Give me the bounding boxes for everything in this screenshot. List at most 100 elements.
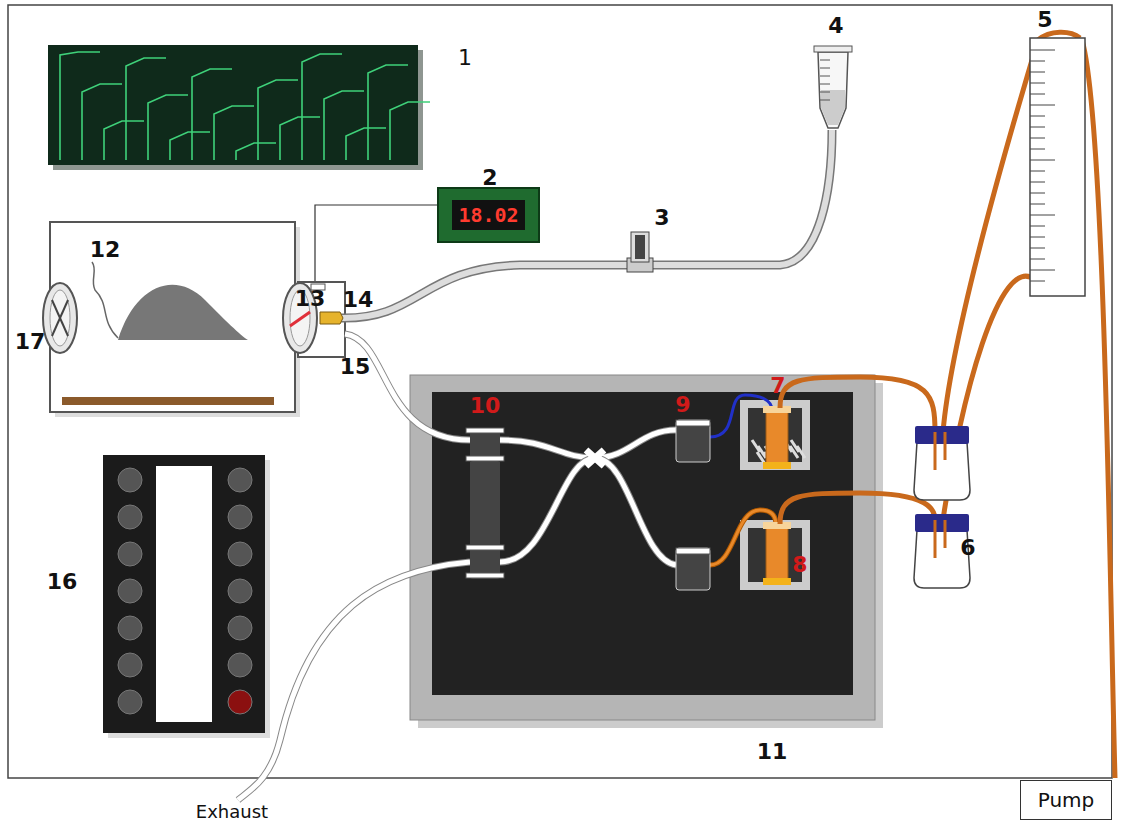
gas-lines: [238, 334, 776, 800]
bottle: [914, 426, 970, 588]
circuit-trace: [346, 128, 386, 160]
digital-display: 18.02: [437, 187, 540, 243]
scale-tick: [1030, 204, 1045, 205]
circuit-trace: [302, 54, 342, 160]
callout-number: 3: [654, 207, 669, 229]
scale-tick: [820, 84, 830, 85]
indicator-led: [118, 505, 142, 529]
circuit-board: [48, 45, 430, 170]
burette: [1030, 38, 1085, 296]
indicator-led: [228, 505, 252, 529]
port-label: Exhaust: [196, 803, 268, 821]
scale-tick: [1030, 127, 1045, 128]
circuit-trace: [324, 91, 364, 160]
callout-number: 14: [343, 289, 374, 311]
circuit-trace: [60, 52, 100, 160]
pump-box: Pump: [1020, 780, 1112, 820]
scale-tick: [820, 92, 830, 93]
circuit-trace: [192, 69, 232, 160]
indicator-led: [228, 579, 252, 603]
indicator-led: [118, 579, 142, 603]
circuit-trace: [368, 65, 408, 160]
board-frame: [8, 5, 1112, 778]
callout-number: 16: [47, 571, 78, 593]
callout-number: 5: [1037, 9, 1052, 31]
circuit-trace: [82, 84, 122, 160]
callout-number: 12: [90, 239, 121, 261]
scale-tick: [1030, 94, 1045, 95]
callout-number: 15: [340, 356, 371, 378]
fan: [43, 283, 77, 353]
scale-tick: [1030, 226, 1045, 227]
indicator-led: [228, 468, 252, 492]
scale-tick: [1030, 160, 1055, 161]
valve: [627, 232, 653, 272]
display-reading: 18.02: [452, 200, 524, 230]
circuit-trace: [104, 121, 144, 160]
circuit-trace: [280, 117, 320, 160]
scale-tick: [820, 60, 830, 61]
scale-tick: [1030, 171, 1045, 172]
connector: [676, 420, 710, 590]
callout-number: 10: [470, 395, 501, 417]
scale-tick: [820, 68, 830, 69]
gas-panel: [410, 375, 883, 728]
circuit-trace: [214, 106, 254, 160]
indicator-led: [228, 616, 252, 640]
scale-tick: [1030, 72, 1045, 73]
scale-tick: [1030, 149, 1045, 150]
scale-tick: [1030, 270, 1055, 271]
scale-tick: [1030, 50, 1055, 51]
indicator-led: [118, 616, 142, 640]
tube: [650, 130, 832, 265]
sensor-cartridge: [763, 406, 791, 585]
circuit-trace: [236, 143, 276, 160]
indicator-led: [118, 690, 142, 714]
scale-tick: [1030, 182, 1045, 183]
indicator-led: [118, 542, 142, 566]
syringe: [814, 46, 852, 128]
scale-tick: [1030, 237, 1045, 238]
scale-tick: [1030, 61, 1045, 62]
animal-chamber: [50, 222, 300, 417]
indicator-led: [118, 653, 142, 677]
indicator-panel: [103, 455, 270, 738]
filter-valve: [466, 428, 504, 579]
scale-tick: [820, 100, 830, 101]
scale-tick: [1030, 248, 1045, 249]
node-text: Pump: [1038, 788, 1095, 812]
sensor-wire: [315, 205, 437, 285]
indicator-led: [228, 653, 252, 677]
scale-tick: [820, 76, 830, 77]
scale-tick: [1030, 138, 1045, 139]
circuit-trace: [390, 102, 430, 160]
scale-tick: [1030, 259, 1045, 260]
callout-number: 8: [792, 554, 807, 576]
mouse: [118, 285, 248, 340]
indicator-led: [228, 542, 252, 566]
scale-tick: [1030, 281, 1045, 282]
callout-number: 2: [482, 167, 497, 189]
indicator-led: [118, 468, 142, 492]
scale-tick: [1030, 83, 1045, 84]
scale-tick: [1030, 116, 1045, 117]
nozzle: [320, 312, 343, 324]
callout-number: 1: [458, 47, 472, 69]
callout-number: 4: [828, 15, 843, 37]
callout-number: 7: [770, 375, 785, 397]
callout-number: 9: [675, 394, 690, 416]
granules: [790, 446, 798, 458]
indicator-led: [228, 690, 252, 714]
circuit-trace: [126, 58, 166, 160]
callout-number: 13: [295, 288, 326, 310]
circuit-trace: [148, 95, 188, 160]
callout-number: 11: [757, 741, 788, 763]
tube-junction: [586, 450, 604, 466]
tube: [340, 265, 630, 318]
scale-tick: [1030, 105, 1055, 106]
scale-tick: [1030, 215, 1055, 216]
callout-number: 6: [960, 537, 975, 559]
scale-tick: [1030, 193, 1045, 194]
circuit-trace: [170, 132, 210, 160]
